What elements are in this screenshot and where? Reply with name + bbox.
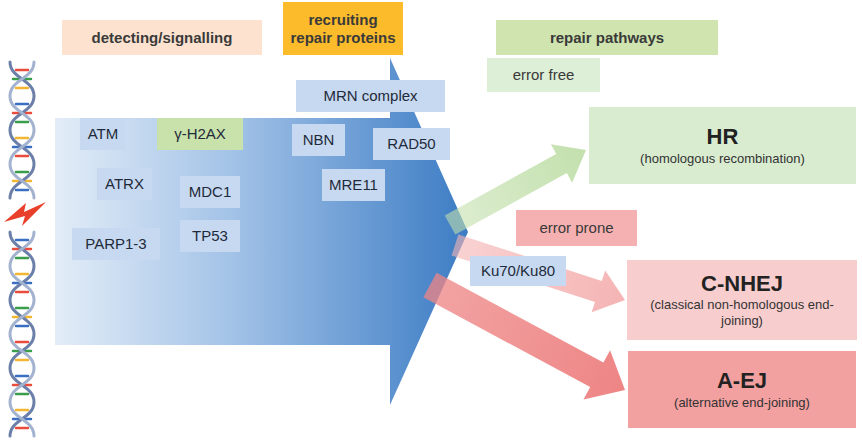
- node-label: γ-H2AX: [174, 125, 226, 143]
- stage-header: recruiting repair proteins: [283, 2, 403, 55]
- protein-box: MRE11: [322, 169, 385, 201]
- dna-helix: [10, 62, 34, 198]
- node-label: error prone: [539, 219, 613, 237]
- protein-box: NBN: [292, 124, 345, 156]
- node-subtitle: (alternative end-joining): [674, 395, 810, 411]
- node-label: detecting/signalling: [92, 29, 233, 47]
- node-label: A-EJ: [717, 368, 767, 394]
- signal-arrow: [55, 58, 468, 405]
- protein-box: ATM: [80, 118, 126, 150]
- protein-box: MRN complex: [296, 80, 445, 112]
- stage-header: detecting/signalling: [62, 20, 262, 55]
- protein-box: MDC1: [180, 176, 240, 208]
- node-label: repair pathways: [550, 29, 664, 47]
- pathway-box: C-NHEJ(classical non-homologous end-join…: [627, 260, 857, 340]
- node-label: NBN: [303, 131, 335, 149]
- error-tag: error prone: [516, 210, 637, 246]
- node-label: MDC1: [189, 183, 232, 201]
- node-label: HR: [707, 124, 739, 150]
- alt-path-arrow: [423, 273, 625, 400]
- protein-box: RAD50: [373, 128, 450, 160]
- error-tag: error free: [487, 58, 600, 92]
- node-label: recruiting repair proteins: [289, 11, 397, 47]
- protein-box: PARP1-3: [72, 228, 160, 260]
- protein-box: TP53: [180, 220, 240, 252]
- pathway-box: A-EJ(alternative end-joining): [628, 351, 856, 428]
- node-subtitle: (classical non-homologous end-joining): [635, 297, 849, 330]
- node-label: MRE11: [329, 176, 378, 194]
- node-label: RAD50: [387, 135, 435, 153]
- node-label: Ku70/Ku80: [481, 262, 555, 280]
- stage-header: repair pathways: [496, 20, 718, 55]
- dna-helix: [10, 232, 34, 436]
- node-subtitle: (homologous recombination): [640, 151, 805, 167]
- node-label: PARP1-3: [85, 235, 146, 253]
- node-label: TP53: [192, 227, 228, 245]
- node-label: error free: [513, 66, 575, 84]
- pathway-box: HR(homologous recombination): [589, 107, 856, 184]
- node-label: C-NHEJ: [701, 271, 783, 297]
- node-label: MRN complex: [323, 87, 417, 105]
- protein-box: ATRX: [97, 168, 152, 200]
- break-lightning: [4, 202, 46, 226]
- protein-box: Ku70/Ku80: [470, 256, 566, 286]
- protein-box: γ-H2AX: [157, 118, 243, 150]
- node-label: ATRX: [105, 175, 144, 193]
- node-label: ATM: [88, 125, 119, 143]
